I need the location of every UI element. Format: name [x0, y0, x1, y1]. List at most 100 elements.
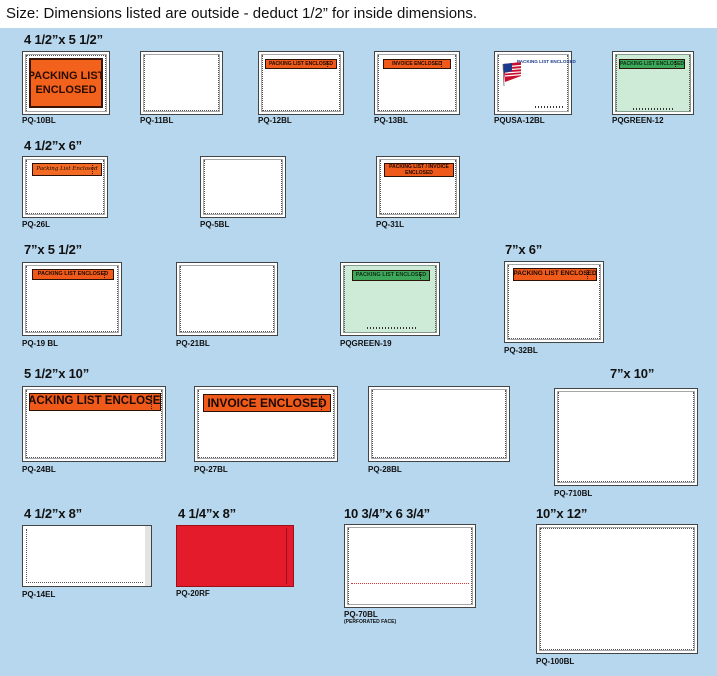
- envelope-pqgreen-19[interactable]: PACKING LIST ENCLOSED: [340, 262, 440, 336]
- tear-strip: [675, 61, 682, 67]
- barcode-strip: [367, 327, 417, 329]
- perforation-bottom: [26, 457, 162, 458]
- packing-list-enclosed-label: PACKING LIST ENCLOSED: [352, 270, 430, 281]
- envelope-pq-710bl[interactable]: [554, 388, 698, 486]
- invoice-enclosed-label: INVOICE ENCLOSED: [203, 394, 331, 412]
- envelope-pq-19bl[interactable]: PACKING LIST ENCLOSED: [22, 262, 122, 336]
- badge-text: PACKING LIST ENCLOSED: [268, 60, 334, 67]
- packing-list-enclosed-label: PACKING LIST ENCLOSED: [32, 269, 114, 280]
- product-code: PQ-70BL (PERFORATED FACE): [344, 610, 396, 625]
- perforation-bottom: [198, 457, 334, 458]
- badge-text: INVOICE ENCLOSED: [207, 396, 327, 410]
- size-label-5-5x10: 5 1/2”x 10”: [24, 366, 90, 381]
- size-note: Size: Dimensions listed are outside - de…: [0, 0, 717, 28]
- product-code: PQ-100BL: [536, 657, 575, 666]
- envelope-pq-26l[interactable]: Packing List Enclosed: [22, 156, 108, 218]
- product-code: PQ-14EL: [22, 590, 56, 599]
- size-label-10x12: 10”x 12”: [536, 506, 588, 521]
- badge-line-2: ENCLOSED: [35, 83, 97, 96]
- product-code: PQ-20RF: [176, 589, 210, 598]
- envelope-pqgreen-12[interactable]: PACKING LIST ENCLOSED: [612, 51, 694, 115]
- packing-list-enclosed-label: PACKING LIST ENCLOSED: [513, 268, 597, 281]
- badge-text: PACKING LIST ENCLOSED: [37, 270, 109, 277]
- invoice-enclosed-label: INVOICE ENCLOSED: [383, 59, 451, 69]
- envelope-pq-13bl[interactable]: INVOICE ENCLOSED: [374, 51, 460, 115]
- perforation-bottom: [372, 457, 506, 458]
- perforation-top: [26, 55, 106, 56]
- product-code: PQUSA-12BL: [494, 116, 545, 125]
- badge-line-1: PACKING LIST / INVOICE: [389, 163, 449, 170]
- product-code: PQ-19 BL: [22, 339, 59, 348]
- size-label-10-75x6-75: 10 3/4”x 6 3/4”: [344, 506, 430, 521]
- tear-strip: [587, 270, 594, 279]
- envelope-pq-20rf[interactable]: [176, 525, 294, 587]
- product-code: PQ-24BL: [22, 465, 56, 474]
- badge-text: PACKING LIST ENCLOSED: [513, 270, 597, 278]
- product-code: PQ-11BL: [140, 116, 174, 125]
- perforation-line: [351, 583, 469, 584]
- product-code: PQ-12BL: [258, 116, 292, 125]
- perforation-bottom: [540, 649, 694, 650]
- product-code: PQ-10BL: [22, 116, 56, 125]
- product-code: PQ-13BL: [374, 116, 408, 125]
- envelope-pq-21bl[interactable]: [176, 262, 278, 336]
- envelope-pq-10bl[interactable]: PACKING LIST ENCLOSED: [22, 51, 110, 115]
- perforation-bottom: [262, 110, 340, 111]
- size-label-4-25x8: 4 1/4”x 8”: [178, 506, 236, 521]
- perforation-bottom: [380, 213, 456, 214]
- badge-text: INVOICE ENCLOSED: [392, 60, 442, 67]
- us-flag-icon: [502, 62, 522, 87]
- perforated-face-note: (PERFORATED FACE): [344, 619, 397, 625]
- tear-strip: [321, 396, 328, 410]
- badge-line-2: ENCLOSED: [405, 169, 433, 176]
- product-code: PQ-5BL: [200, 220, 230, 229]
- packing-list-enclosed-label: Packing List Enclosed: [32, 163, 102, 176]
- envelope-pqusa-12bl[interactable]: PACKING LIST ENCLOSED: [494, 51, 576, 115]
- envelope-pq-31l[interactable]: PACKING LIST / INVOICE ENCLOSED: [376, 156, 460, 218]
- perforation-bottom: [558, 481, 694, 482]
- perforation-bottom: [508, 338, 600, 339]
- size-label-4-5x6: 4 1/2”x 6”: [24, 138, 82, 153]
- perforation-bottom: [180, 331, 274, 332]
- envelope-pq-70bl[interactable]: [344, 524, 476, 608]
- product-code: PQ-710BL: [554, 489, 593, 498]
- product-code: PQ-27BL: [194, 465, 228, 474]
- tear-strip: [441, 61, 448, 67]
- size-label-4-5x5-5: 4 1/2”x 5 1/2”: [24, 32, 103, 47]
- perforation-bottom: [144, 110, 219, 111]
- product-code: PQ-21BL: [176, 339, 210, 348]
- perforation-bottom: [26, 331, 118, 332]
- envelope-pq-28bl[interactable]: [368, 386, 510, 462]
- badge-text: PACKING LIST ENCLOSED: [619, 60, 685, 67]
- envelope-pq-12bl[interactable]: PACKING LIST ENCLOSED: [258, 51, 344, 115]
- tear-strip: [92, 165, 99, 174]
- envelope-pq-32bl[interactable]: PACKING LIST ENCLOSED: [504, 261, 604, 343]
- tear-strip: [420, 272, 427, 279]
- envelope-pq-5bl[interactable]: [200, 156, 286, 218]
- packing-list-enclosed-label: PACKING LIST ENCLOSED: [29, 58, 103, 108]
- perforation-bottom: [26, 213, 104, 214]
- packing-list-enclosed-label: PACKING LIST ENCLOSED: [619, 59, 685, 69]
- badge-text: Packing List Enclosed: [36, 165, 98, 172]
- catalog-panel: 4 1/2”x 5 1/2” PACKING LIST ENCLOSED PQ-…: [0, 28, 717, 676]
- envelope-pq-24bl[interactable]: PACKING LIST ENCLOSED: [22, 386, 166, 462]
- product-code-text: PQ-70BL: [344, 610, 378, 619]
- size-label-4-5x8: 4 1/2”x 8”: [24, 506, 82, 521]
- packing-list-enclosed-label: PACKING LIST ENCLOSED: [29, 393, 161, 411]
- envelope-pq-100bl[interactable]: [536, 524, 698, 654]
- badge-text: PACKING LIST ENCLOSED: [29, 395, 161, 408]
- perforation-bottom: [204, 213, 282, 214]
- envelope-pq-14el[interactable]: [22, 525, 152, 587]
- envelope-pq-27bl[interactable]: INVOICE ENCLOSED: [194, 386, 338, 462]
- badge-line-1: PACKING LIST: [29, 69, 103, 82]
- size-label-7x10: 7”x 10”: [610, 366, 655, 381]
- barcode-strip: [535, 106, 563, 108]
- barcode-strip: [633, 108, 673, 110]
- envelope-pq-11bl[interactable]: [140, 51, 223, 115]
- product-code: PQGREEN-19: [340, 339, 392, 348]
- envelope-seam: [286, 528, 287, 584]
- product-code: PQ-32BL: [504, 346, 538, 355]
- size-label-7x5-5: 7”x 5 1/2”: [24, 242, 82, 257]
- badge-text: PACKING LIST ENCLOSED: [517, 59, 576, 64]
- size-label-7x6: 7”x 6”: [505, 242, 543, 257]
